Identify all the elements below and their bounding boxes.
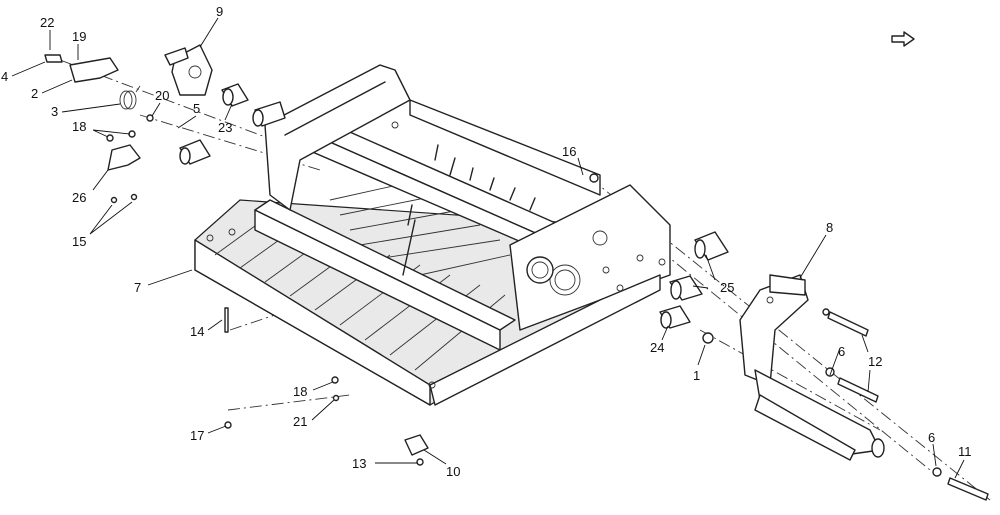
callout-18-upper: 18 (72, 119, 86, 134)
callout-8: 8 (826, 220, 833, 235)
callout-10: 10 (446, 464, 460, 479)
callout-3: 3 (51, 104, 58, 119)
callout-9: 9 (216, 4, 223, 19)
callout-11: 11 (958, 444, 972, 459)
callout-18-lower: 18 (293, 384, 307, 399)
bushings-part-24-25 (659, 231, 729, 344)
callout-15: 15 (72, 234, 86, 249)
callout-4: 4 (1, 69, 8, 84)
clip-part-10 (146, 114, 599, 466)
callout-2: 2 (31, 86, 38, 101)
callout-14: 14 (190, 324, 204, 339)
callout-labels: 22 19 4 2 3 20 5 18 26 15 9 23 16 7 14 8… (1, 4, 972, 479)
bracket-part-26 (106, 130, 141, 204)
arm-bracket-part-8 (739, 274, 885, 461)
callout-12: 12 (868, 354, 882, 369)
callout-25: 25 (720, 280, 734, 295)
direction-arrow-icon (891, 31, 915, 47)
spring-part-3 (119, 85, 141, 110)
callout-23: 23 (218, 120, 232, 135)
bolts-part-12 (822, 308, 879, 403)
callout-24: 24 (650, 340, 664, 355)
callout-22: 22 (40, 15, 54, 30)
callout-17: 17 (190, 428, 204, 443)
callout-13: 13 (352, 456, 366, 471)
bolt-part-11 (932, 467, 989, 501)
callout-6-lower: 6 (928, 430, 935, 445)
main-frame (194, 64, 671, 406)
callout-21: 21 (293, 414, 307, 429)
callout-16: 16 (562, 144, 576, 159)
leader-lines (11, 17, 965, 479)
bearing-plate-part-9 (164, 44, 213, 96)
latch-bracket-part-19 (44, 54, 119, 83)
callout-6-upper: 6 (838, 344, 845, 359)
callout-1: 1 (693, 368, 700, 383)
callout-5: 5 (193, 101, 200, 116)
bushing-part-23 (179, 83, 249, 165)
callout-20: 20 (155, 88, 169, 103)
callout-26: 26 (72, 190, 86, 205)
callout-7: 7 (134, 280, 141, 295)
callout-19: 19 (72, 29, 86, 44)
